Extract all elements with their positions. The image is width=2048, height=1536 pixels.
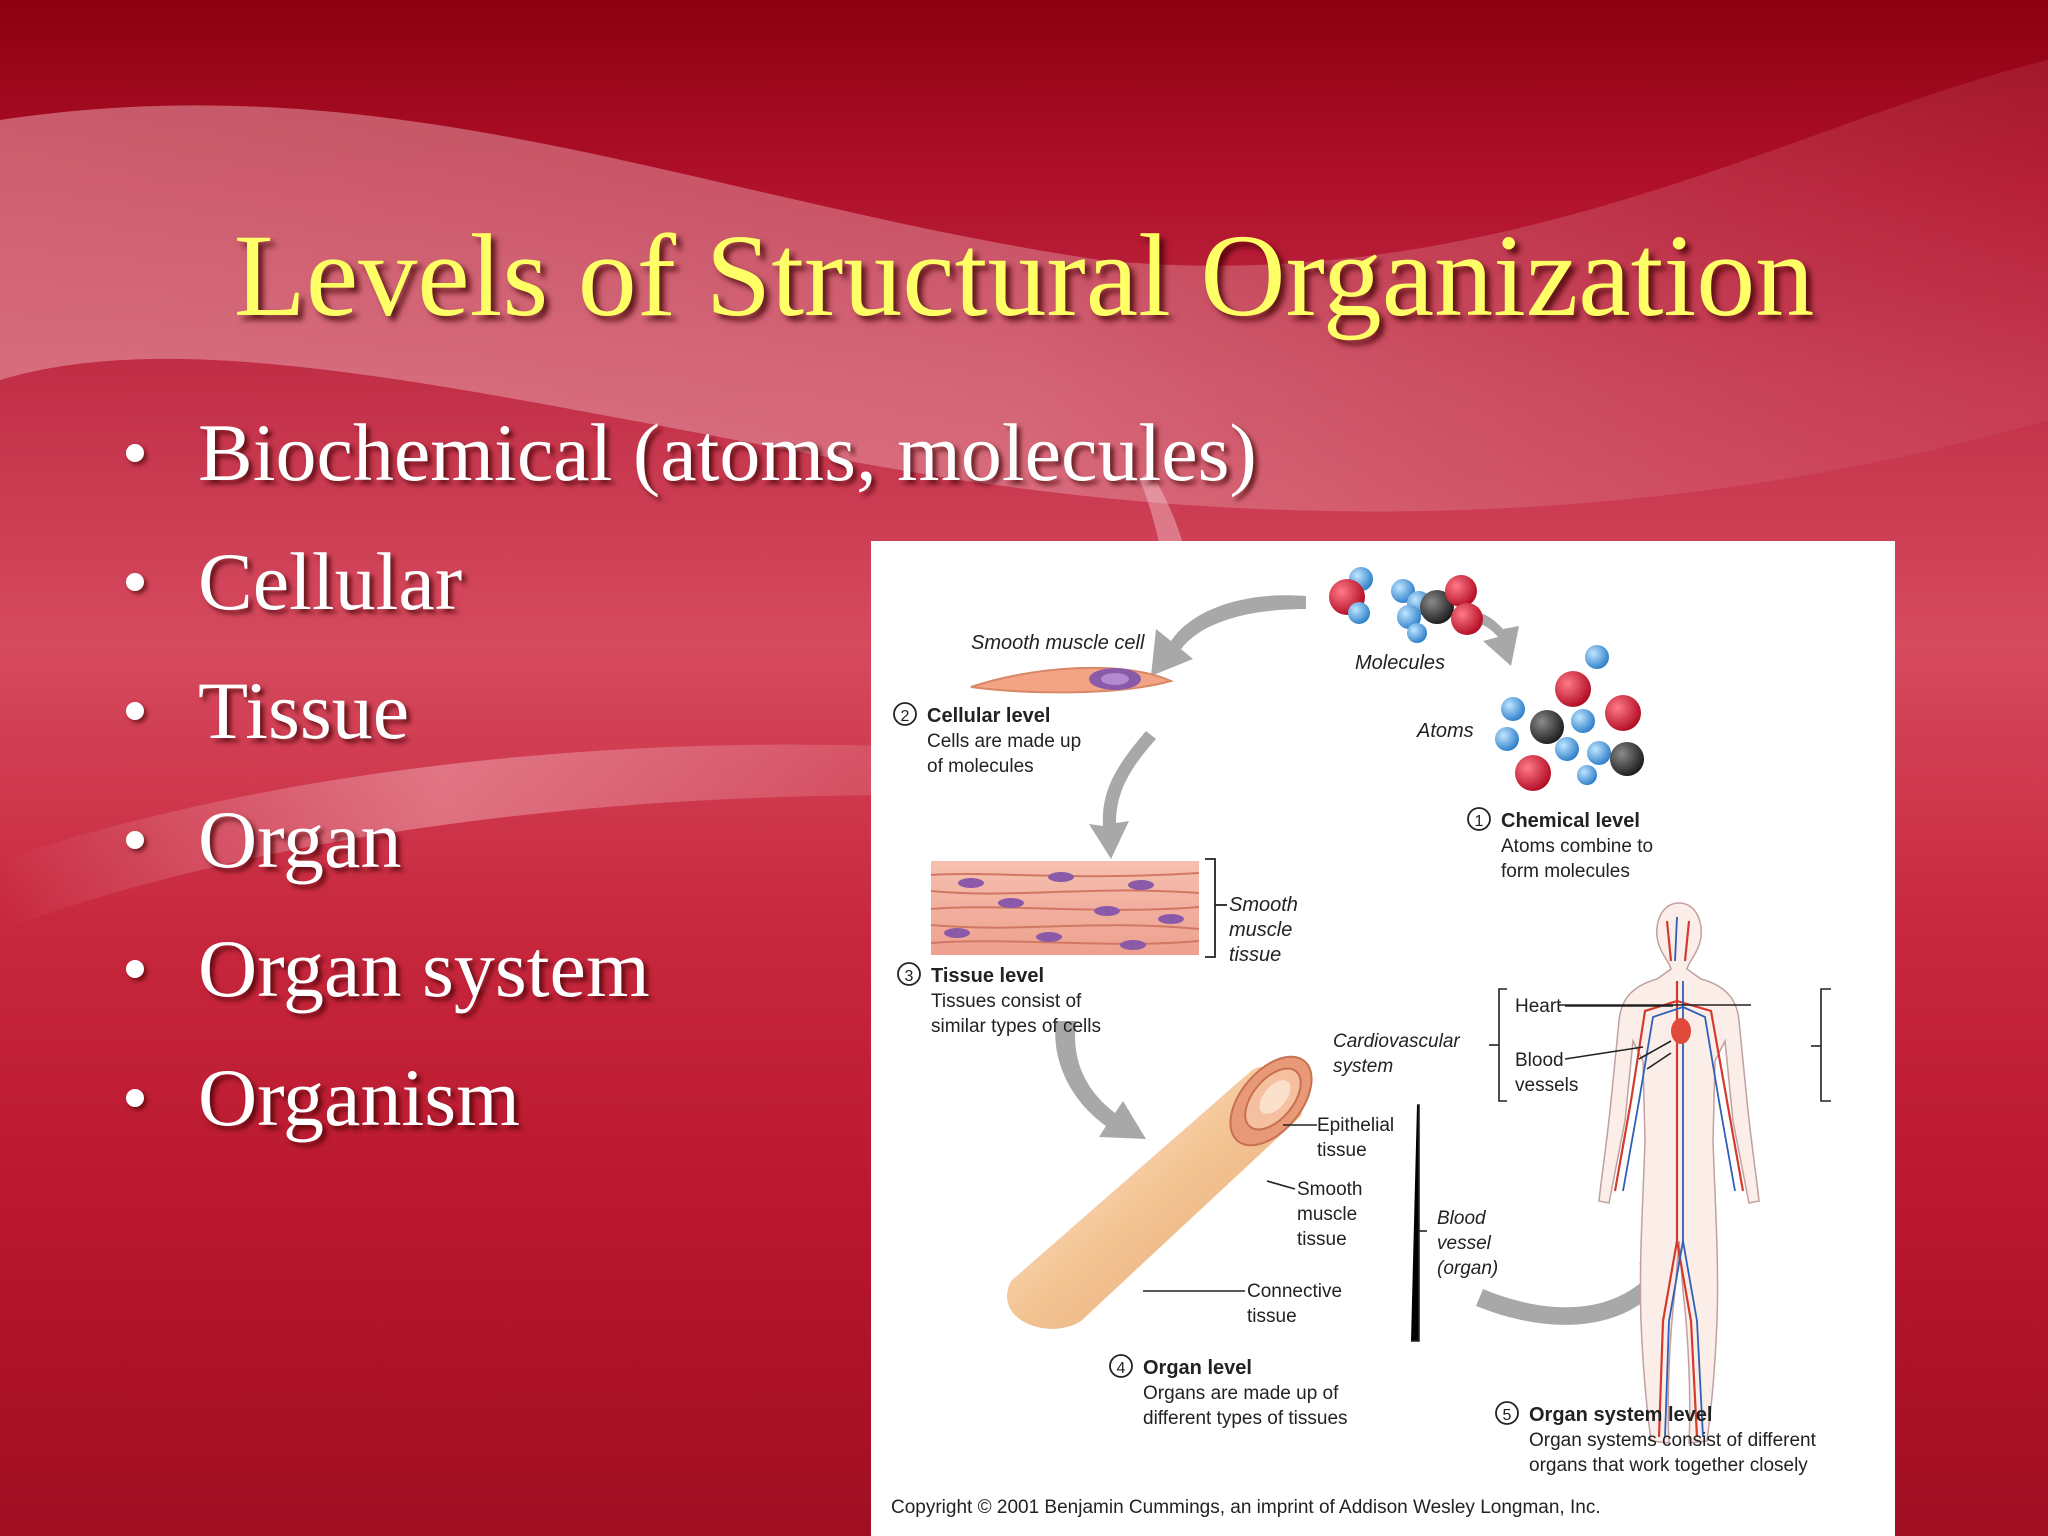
process-arrows — [1055, 595, 1683, 1325]
step-number: 3 — [905, 968, 914, 985]
cardiovascular-system-label: system — [1333, 1056, 1393, 1077]
tissue-level-line: similar types of cells — [931, 1016, 1101, 1037]
atoms-label: Atoms — [1416, 720, 1474, 742]
bullet-item: Organ system — [120, 914, 1257, 1043]
bullet-dot — [126, 831, 144, 849]
organ-system-level-line: Organ systems consist of different — [1529, 1430, 1817, 1451]
copyright-text: Copyright © 2001 Benjamin Cummings, an i… — [891, 1497, 1601, 1518]
chemical-level-line: Atoms combine to — [1501, 836, 1653, 857]
blood-vessels-label: vessels — [1515, 1075, 1578, 1096]
connective-tissue-label: Connective — [1247, 1281, 1342, 1302]
smooth-muscle-tissue-illustration — [930, 858, 1227, 958]
bullet-list: Biochemical (atoms, molecules) Cellular … — [120, 398, 1257, 1172]
cellular-level-title: Cellular level — [927, 705, 1050, 727]
epithelial-tissue-label: tissue — [1317, 1140, 1367, 1161]
bullet-text: Tissue — [198, 665, 410, 756]
cellular-level-caption: 2 Cellular level Cells are made up of mo… — [893, 702, 1081, 777]
blood-vessel-organ-label: Blood — [1437, 1208, 1487, 1229]
organ-tissue-leaders — [1143, 1104, 1427, 1342]
organization-diagram: Molecules Atoms Smooth muscle cell — [891, 567, 1831, 1518]
bullet-text: Organism — [198, 1052, 520, 1143]
slide-title: Levels of Structural Organization — [233, 210, 1815, 341]
blood-vessel-illustration — [1007, 1055, 1313, 1329]
step-number: 4 — [1117, 1360, 1126, 1377]
blood-vessels-label: Blood — [1515, 1050, 1564, 1071]
tissue-level-caption: 3 Tissue level Tissues consist of simila… — [897, 962, 1101, 1037]
bullet-dot — [126, 444, 144, 462]
tissue-level-line: Tissues consist of — [931, 991, 1082, 1012]
bullet-dot — [126, 1089, 144, 1107]
organ-tissue-labels: Epithelial tissue Smooth muscle tissue C… — [1247, 1115, 1498, 1327]
bullet-dot — [126, 960, 144, 978]
organ-smooth-muscle-label: Smooth — [1297, 1179, 1362, 1200]
organ-level-line: Organs are made up of — [1143, 1383, 1339, 1404]
cardiovascular-system-label: Cardiovascular — [1333, 1031, 1460, 1052]
svg-text:tissue: tissue — [1229, 944, 1281, 966]
system-labels: Cardiovascular system Heart Blood vessel… — [1333, 996, 1578, 1096]
heart-label: Heart — [1515, 996, 1562, 1017]
organization-levels-figure: Molecules Atoms Smooth muscle cell — [871, 541, 1895, 1536]
cellular-level-line: of molecules — [927, 756, 1034, 777]
chemical-level-title: Chemical level — [1501, 810, 1640, 832]
organ-level-line: different types of tissues — [1143, 1408, 1348, 1429]
bullet-text: Organ system — [198, 923, 650, 1014]
organ-system-level-caption: 5 Organ system level Organ systems consi… — [1495, 1401, 1817, 1476]
cellular-level-line: Cells are made up — [927, 731, 1081, 752]
step-number: 2 — [901, 708, 910, 725]
organ-smooth-muscle-label: muscle — [1297, 1204, 1357, 1225]
step-number: 5 — [1503, 1407, 1512, 1424]
molecules-label: Molecules — [1355, 652, 1445, 674]
chemical-level-caption: 1 Chemical level Atoms combine to form m… — [1467, 807, 1653, 882]
bullet-item: Cellular — [120, 527, 1257, 656]
smooth-muscle-tissue-label: Smooth muscle tissue — [1229, 894, 1298, 966]
blood-vessel-organ-label: vessel — [1437, 1233, 1492, 1254]
bullet-text: Biochemical (atoms, molecules) — [198, 407, 1257, 498]
bullet-item: Organ — [120, 785, 1257, 914]
blood-vessel-organ-label: (organ) — [1437, 1258, 1498, 1279]
bullet-item: Biochemical (atoms, molecules) — [120, 398, 1257, 527]
system-bracket — [1489, 988, 1673, 1102]
atoms-illustration — [1495, 645, 1644, 791]
tissue-level-title: Tissue level — [931, 965, 1044, 987]
bullet-text: Organ — [198, 794, 402, 885]
human-cardiovascular-figure — [1598, 902, 1760, 1444]
bullet-dot — [126, 702, 144, 720]
smooth-muscle-cell-illustration — [970, 666, 1174, 694]
organ-level-title: Organ level — [1143, 1357, 1252, 1379]
smooth-muscle-cell-label: Smooth muscle cell — [971, 632, 1145, 654]
chemical-level-line: form molecules — [1501, 861, 1630, 882]
svg-text:Smooth: Smooth — [1229, 894, 1298, 916]
bullet-item: Organism — [120, 1043, 1257, 1172]
bullet-item: Tissue — [120, 656, 1257, 785]
bullet-dot — [126, 573, 144, 591]
step-number: 1 — [1475, 813, 1484, 830]
organ-system-level-title: Organ system level — [1529, 1404, 1712, 1426]
epithelial-tissue-label: Epithelial — [1317, 1115, 1394, 1136]
svg-text:muscle: muscle — [1229, 919, 1292, 941]
system-leaders — [1559, 988, 1831, 1102]
molecules-illustration — [1329, 567, 1483, 643]
organ-system-level-line: organs that work together closely — [1529, 1455, 1808, 1476]
organ-level-caption: 4 Organ level Organs are made up of diff… — [1109, 1354, 1348, 1429]
bullet-text: Cellular — [198, 536, 463, 627]
connective-tissue-label: tissue — [1247, 1306, 1297, 1327]
organ-smooth-muscle-label: tissue — [1297, 1229, 1347, 1250]
